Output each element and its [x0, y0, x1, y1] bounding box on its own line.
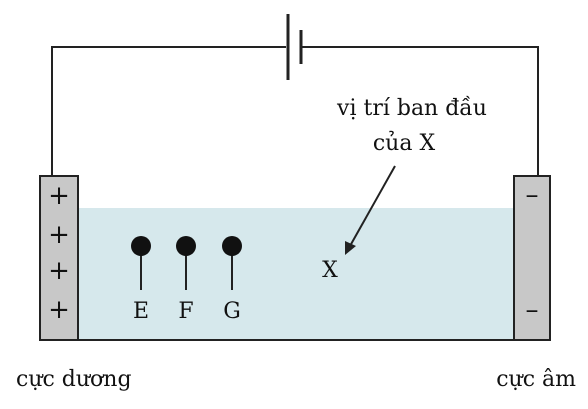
- negative-sign-1: –: [526, 180, 539, 210]
- negative-electrode-caption: cực âm: [496, 367, 576, 392]
- positive-electrode-caption: cực dương: [16, 367, 132, 392]
- negative-sign-2: –: [526, 295, 539, 325]
- positive-sign-1: +: [48, 181, 70, 211]
- particle-f: [176, 236, 196, 290]
- annotation-line-2: của X: [373, 130, 436, 156]
- annotation-line-1: vị trí ban đầu: [336, 95, 487, 121]
- positive-sign-3: +: [48, 256, 70, 286]
- positive-sign-2: +: [48, 220, 70, 250]
- particle-e-label: E: [133, 299, 149, 324]
- annotation-arrow: [345, 165, 396, 255]
- positive-electrode: [39, 175, 79, 341]
- x-position-label: X: [322, 258, 338, 283]
- particle-e: [131, 236, 151, 290]
- negative-electrode: [513, 175, 551, 341]
- particle-f-label: F: [178, 299, 193, 324]
- solution-bath: [78, 208, 514, 340]
- particle-g: [222, 236, 242, 290]
- circuit-wire-right: [302, 46, 539, 176]
- circuit-wire-left: [51, 46, 286, 176]
- positive-sign-4: +: [48, 295, 70, 325]
- battery-icon: [286, 14, 303, 80]
- particle-g-label: G: [223, 299, 241, 324]
